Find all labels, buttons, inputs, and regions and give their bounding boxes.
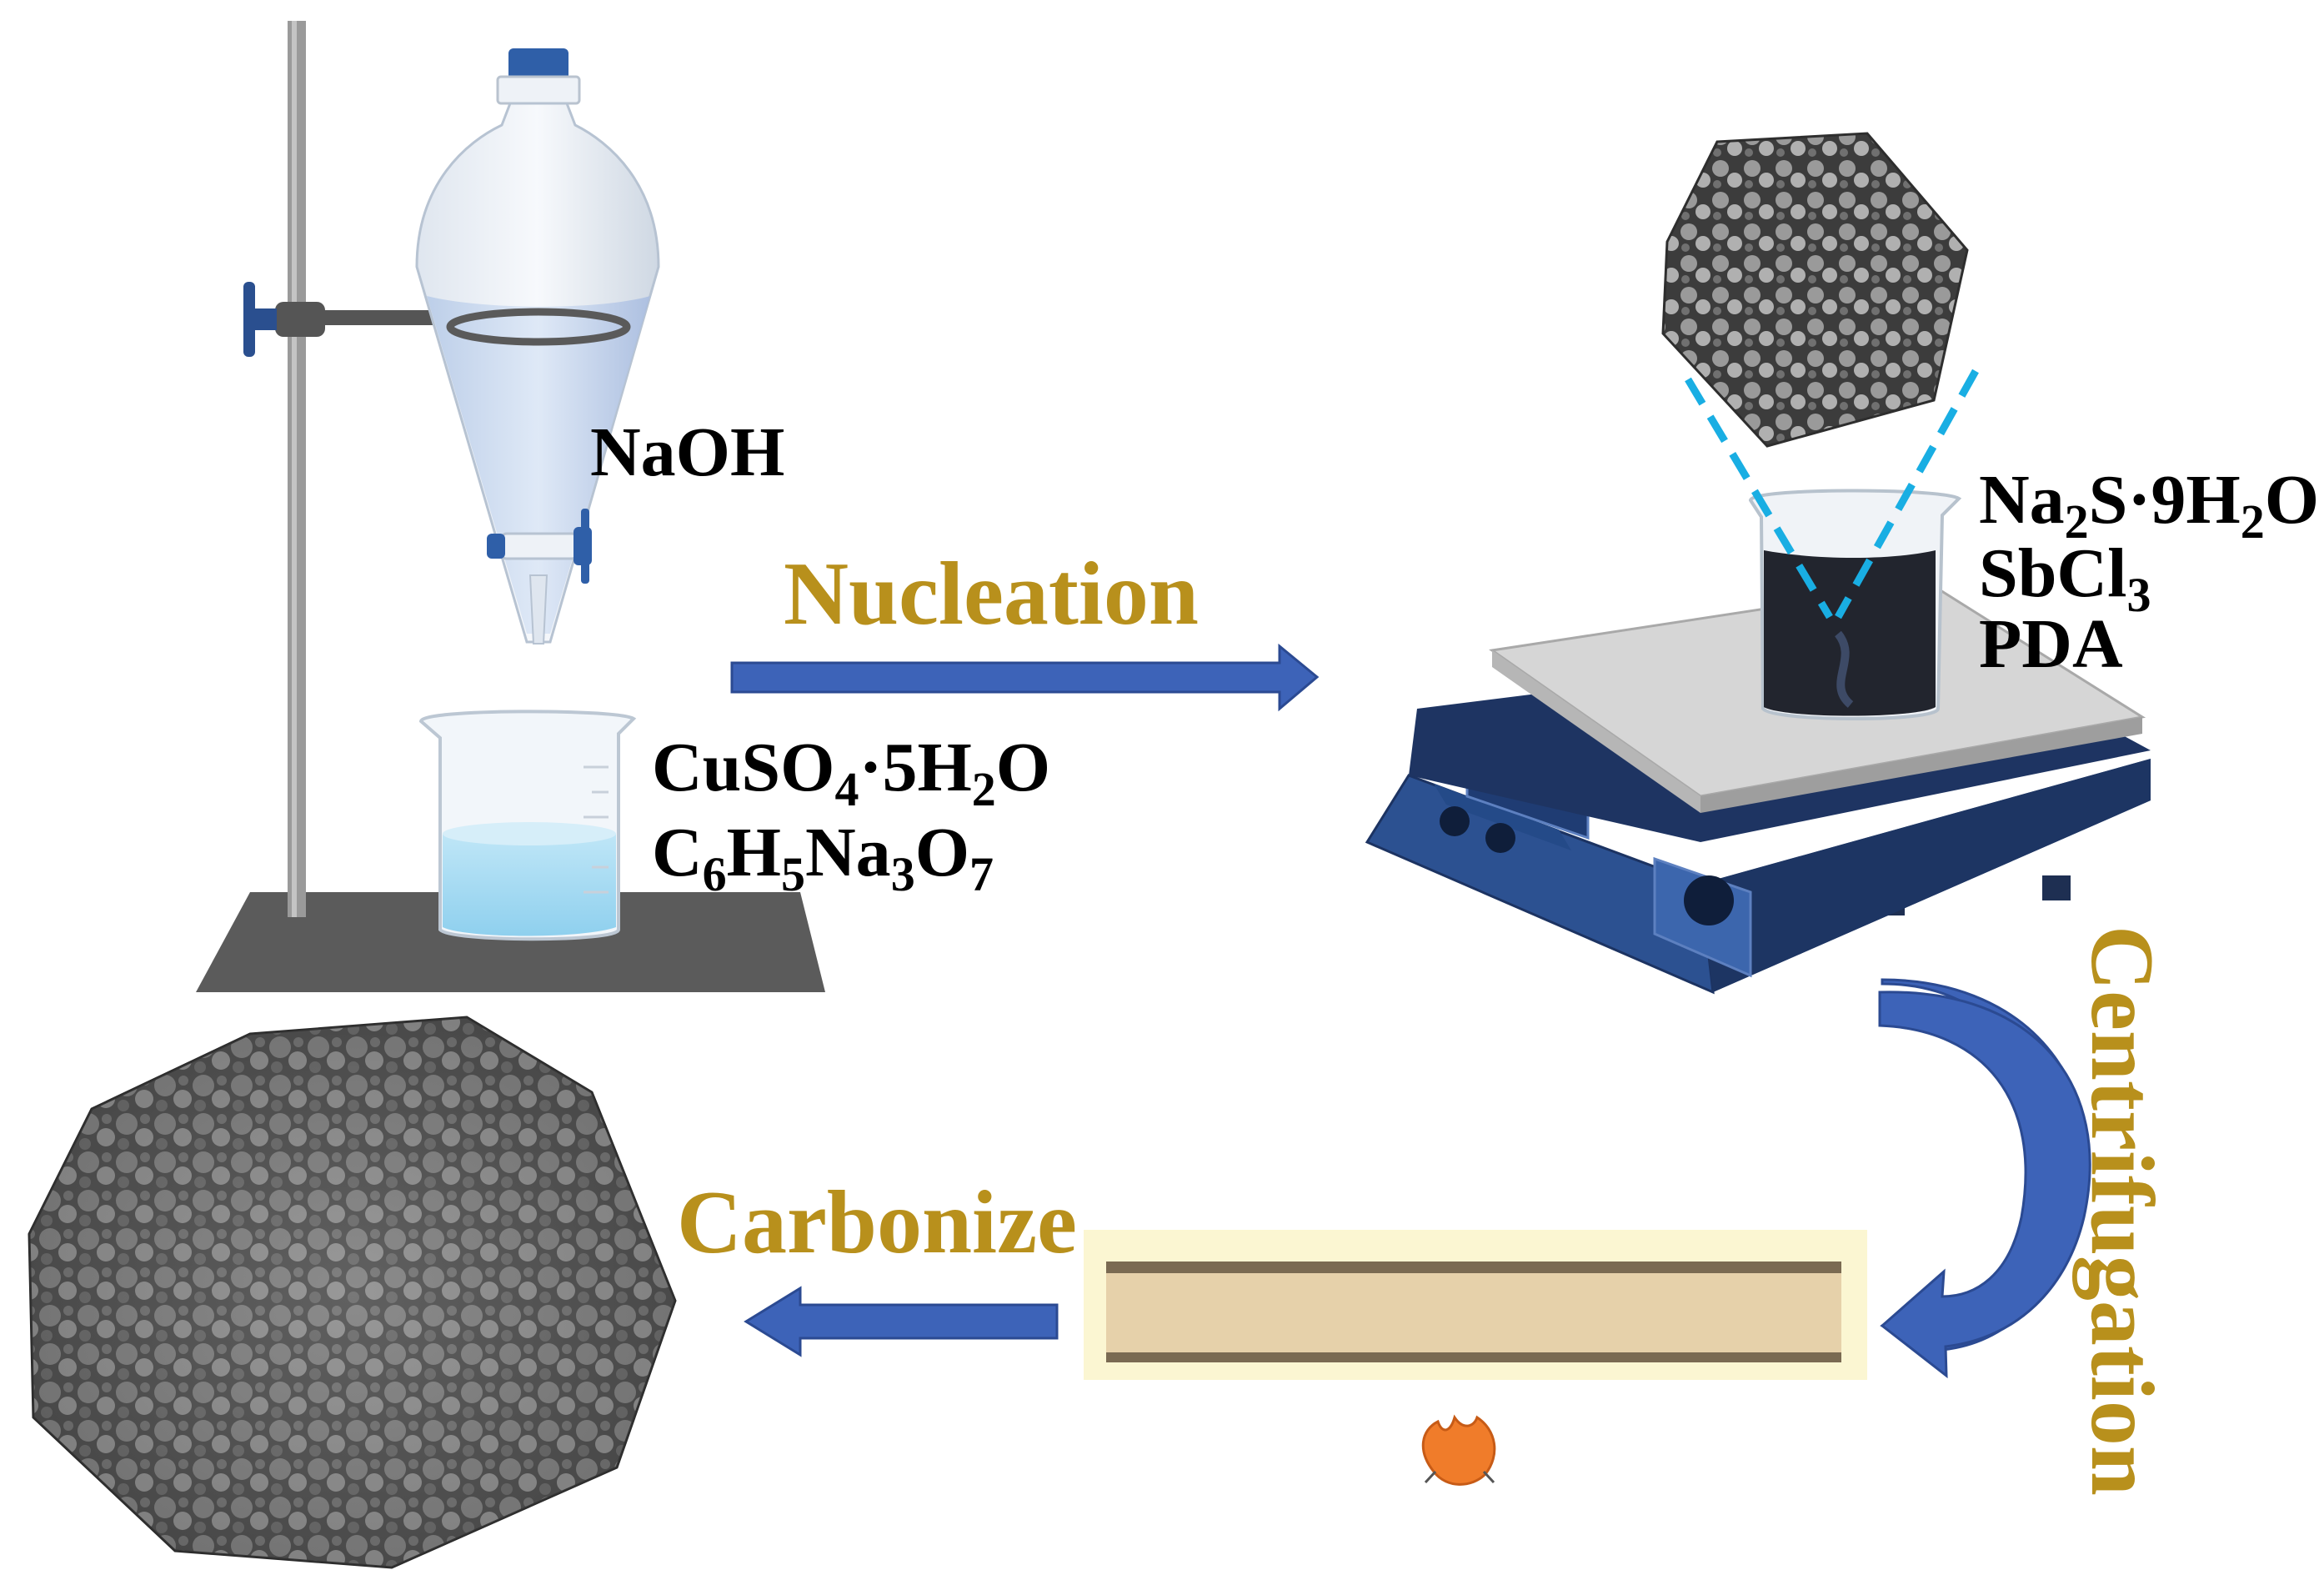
tube-furnace-icon — [1084, 1230, 1867, 1380]
sem-image-icon — [1661, 132, 1969, 448]
arrow-right-icon — [730, 643, 1320, 712]
reagent-na2s-label: Na2S·9H2O — [1979, 461, 2319, 549]
reagent-pda-label: PDA — [1979, 605, 2123, 683]
reagent-citrate-label: C6H5Na3O7 — [652, 814, 994, 901]
beaker-icon — [418, 710, 637, 941]
separatory-funnel-icon — [415, 48, 660, 645]
step-centrifugation-label: Centrifugation — [2072, 925, 2171, 1496]
beaker-dark-icon — [1748, 489, 1962, 720]
sem-image-large-icon — [28, 1016, 677, 1569]
arrow-left-icon — [744, 1286, 1059, 1357]
step-carbonize-label: Carbonize — [677, 1173, 1077, 1272]
zoom-indicator — [1685, 369, 1979, 619]
reagent-cuso4-label: CuSO4·5H2O — [652, 729, 1050, 816]
reagent-naoh-label: NaOH — [590, 414, 784, 491]
curved-arrow-icon — [1878, 978, 2091, 1379]
flame-icon — [1421, 1414, 1496, 1486]
step-nucleation-label: Nucleation — [784, 544, 1199, 644]
ring-stand-icon — [196, 21, 825, 992]
reagent-sbcl3-label: SbCl3 — [1979, 534, 2151, 622]
